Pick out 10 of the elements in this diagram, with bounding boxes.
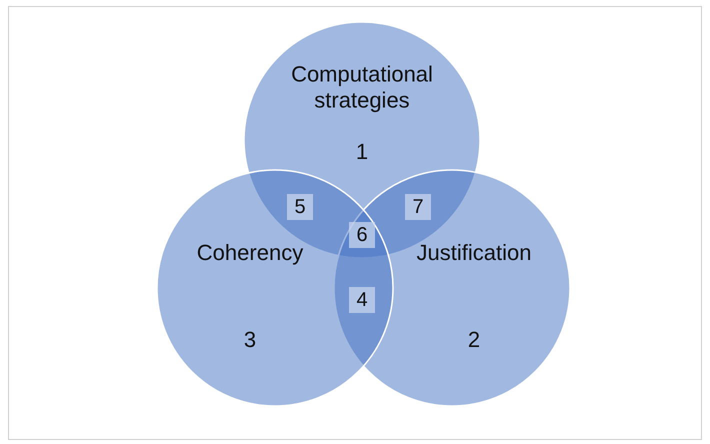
region-number: 7 <box>405 194 431 220</box>
region-number: 3 <box>242 326 258 354</box>
region-number: 2 <box>466 326 482 354</box>
set-label: Justification <box>416 240 532 266</box>
set-label: Computational strategies <box>290 62 434 114</box>
set-label: Coherency <box>196 240 304 266</box>
region-number: 5 <box>287 194 313 220</box>
region-number: 4 <box>349 287 375 313</box>
region-number: 6 <box>349 222 375 248</box>
region-number: 1 <box>354 138 370 166</box>
